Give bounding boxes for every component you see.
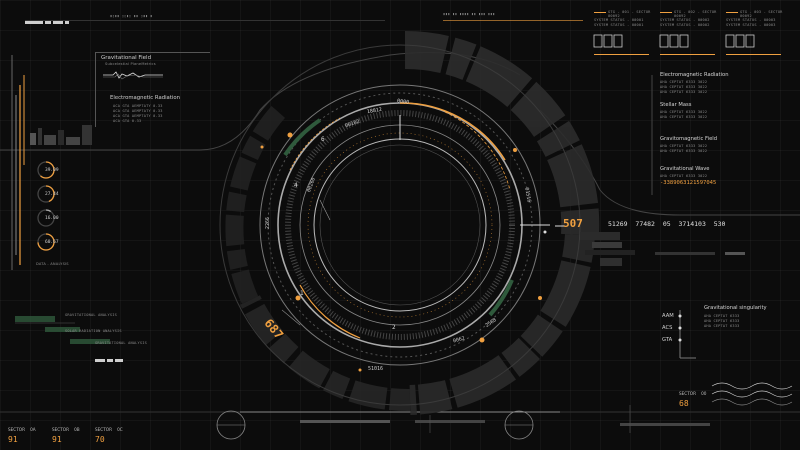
sector-0a-number: 91 — [8, 435, 18, 444]
info-row-3: GRAVITATIONAL ANALYSIS — [95, 341, 147, 345]
waveform-icon — [103, 71, 163, 80]
info-row-1: GRAVITATIONAL ANALYSIS — [65, 313, 117, 317]
singularity-rows: AHA CEPTAT 6333 AHA CEPTAT 6333 AHA CEPT… — [704, 314, 740, 328]
rp-section-4-rows: AHA CEPTAT 6333 3022 — [660, 174, 708, 178]
sector-0b-label: SECTOR — [52, 427, 69, 432]
singularity-title: Gravitational singularity — [704, 305, 767, 311]
ring-label-11: 51016 — [368, 366, 384, 372]
readout-values: 51269 77482 05 3714103 530 — [608, 220, 726, 228]
sector-0a-code: 0A — [30, 427, 36, 432]
sector-0b-number: 91 — [52, 435, 62, 444]
gauge-icon-4 — [37, 233, 55, 251]
signal-wave-icon — [711, 382, 793, 406]
ring-label-5: 6 — [321, 136, 325, 143]
gauge-icon-1 — [37, 161, 55, 179]
rp-section-1-rows: AHA CEPTAT 6333 3022 AHA CEPTAT 6333 302… — [660, 80, 708, 94]
gauge-icon-2 — [37, 185, 55, 203]
rp-section-4-title: Gravitational Wave — [660, 166, 710, 172]
battery-cells-icon — [593, 34, 623, 48]
rp-section-2-title: Stellar Mass — [660, 102, 692, 108]
rp-section-3-title: Gravitomagnetic Field — [660, 136, 718, 142]
gauge-caption: DATA - ANALYSIS — [36, 262, 69, 266]
sector-0b: SECTOR 0B 91 — [52, 416, 80, 444]
battery-cells-icon — [659, 34, 689, 48]
top-right-status-grid: GTG - 001 - SECTOR 00092 SYSTEM STATUS -… — [593, 10, 794, 60]
sector-0c: SECTOR 0C 70 — [95, 416, 123, 444]
main-readout: 507 — [563, 217, 583, 230]
left-block-stack — [30, 125, 92, 145]
sector-right-code: 00 — [701, 391, 707, 396]
singularity-scale — [678, 310, 696, 359]
sector-0b-code: 0B — [74, 427, 80, 432]
top-divider — [25, 20, 385, 21]
ring-label-6: 4 — [294, 182, 298, 189]
rp-section-2-rows: AHA CEPTAT 6333 3022 AHA CEPTAT 6333 302… — [660, 110, 708, 119]
sector-0c-code: 0C — [117, 427, 123, 432]
ring-label-13: 2266 — [265, 216, 272, 230]
left-info-bars — [15, 316, 110, 344]
gauge-value-2: 27.44 — [45, 192, 59, 197]
singularity-label-aam: AAM — [662, 313, 674, 319]
singularity-label-acs: ACS — [662, 325, 673, 331]
rp-big-number: -3389063121597045 — [660, 180, 717, 186]
ring-label-7: 1 — [300, 290, 304, 297]
sector-right-label: SECTOR — [679, 391, 696, 396]
top-tick-readout: ▮▯▮▮ ▯▯▮▯ ▮▮ ▯▮▮ ▮ — [110, 14, 153, 18]
info-row-ticks — [95, 350, 125, 369]
sector-right: SECTOR 00 68 — [679, 380, 706, 408]
sector-0a: SECTOR 0A 91 — [8, 416, 36, 444]
gauge-value-3: 16.00 — [45, 216, 59, 221]
ring-label-8: 2 — [392, 324, 396, 331]
bottom-ruler — [216, 405, 710, 440]
glitch-block-right — [580, 232, 635, 266]
gauge-value-1: 39.09 — [45, 168, 59, 173]
top-left-ticks — [25, 12, 71, 31]
singularity-panel: Gravitational singularity AHA CEPTAT 633… — [662, 305, 792, 365]
right-panel-bracket — [651, 75, 653, 195]
top-mid-ticks: ▮▮▮ ▮▮ ▮▮▮▮ ▮▮ ▮▮▮ ▮▮▮ — [443, 12, 495, 16]
grav-field-title: Gravitational Field — [101, 55, 152, 61]
battery-cells-icon — [725, 34, 755, 48]
em-radiation-title: Electromagnetic Radiation — [110, 95, 180, 101]
sector-0c-label: SECTOR — [95, 427, 112, 432]
sector-0a-label: SECTOR — [8, 427, 25, 432]
info-row-2: SOLAR RADIATION ANALYSIS — [65, 329, 122, 333]
gauge-icon-3 — [37, 209, 55, 227]
em-radiation-list: ACA GTA AEMPTATY 0.33 ACA GTA AEMPTATY 0… — [113, 104, 163, 123]
right-mini-ticks — [655, 252, 745, 255]
sector-right-number: 68 — [679, 399, 689, 408]
gauge-value-4: 60.67 — [45, 240, 59, 245]
sector-0c-number: 70 — [95, 435, 105, 444]
singularity-label-gta: GTA — [662, 337, 673, 343]
rp-section-3-rows: AHA CEPTAT 6333 3022 AHA CEPTAT 6333 302… — [660, 144, 708, 153]
rp-section-1-title: Electromagnetic Radiation — [660, 72, 729, 78]
grav-field-subtitle: Subcelestial PlaneMetrics — [105, 62, 156, 66]
left-vertical-scale — [11, 55, 25, 270]
